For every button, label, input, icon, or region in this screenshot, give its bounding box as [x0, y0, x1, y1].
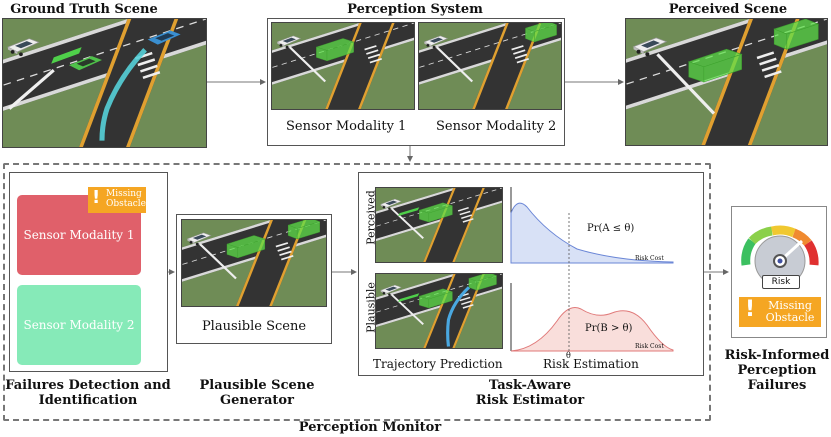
- ground-truth-scene-image: [2, 18, 207, 148]
- risk-gauge-label: Risk: [762, 275, 800, 289]
- output-badge-line-1: Missing: [768, 299, 812, 312]
- plausible-caption-line-2: Generator: [220, 393, 294, 408]
- failures-detection-box: Sensor Modality 1 ! Missing Obstacle Sen…: [9, 172, 168, 372]
- perceived-trajectory-scene: [375, 187, 503, 263]
- risk-curves: [510, 187, 674, 352]
- output-missing-obstacle-badge: ! Missing Obstacle: [739, 297, 821, 327]
- plausible-caption-line-1: Plausible Scene: [199, 378, 315, 393]
- risk-cost-axis-2: Risk Cost: [635, 343, 664, 350]
- output-caption-line-1: Risk-Informed: [724, 348, 830, 363]
- sensor-modality-2-scene: [418, 22, 562, 110]
- plausible-scene-label: Plausible Scene: [201, 319, 307, 334]
- sensor-modality-2-ok: Sensor Modality 2: [17, 285, 141, 365]
- risk-informed-caption: Risk-Informed Perception Failures: [722, 348, 831, 393]
- risk-cost-axis-1: Risk Cost: [635, 255, 664, 262]
- warning-icon: !: [92, 187, 101, 208]
- prob-a-label: Pr(A ≤ θ): [587, 223, 635, 234]
- ground-truth-title: Ground Truth Scene: [10, 2, 158, 17]
- perception-monitor-title: Perception Monitor: [298, 420, 442, 435]
- plausible-generator-caption: Plausible Scene Generator: [188, 378, 326, 408]
- perceived-risk-curve: [510, 202, 674, 264]
- sensor-modality-1-scene: [271, 22, 415, 110]
- sensor-modality-2-label: Sensor Modality 2: [436, 119, 557, 134]
- risk-gauge: [741, 225, 819, 283]
- sensor-modality-1-label: Sensor Modality 1: [286, 119, 407, 134]
- risk-caption-line-2: Risk Estimator: [475, 393, 585, 408]
- badge-line-2: Obstacle: [106, 199, 146, 209]
- risk-output-box: Risk ! Missing Obstacle: [731, 206, 827, 338]
- missing-obstacle-badge: ! Missing Obstacle: [88, 187, 146, 213]
- risk-estimator-caption: Task-Aware Risk Estimator: [440, 378, 620, 408]
- output-badge-line-2: Obstacle: [765, 311, 815, 324]
- plausible-risk-curve: [510, 307, 674, 352]
- trajectory-prediction-label: Trajectory Prediction: [373, 357, 503, 371]
- risk-estimator-box: Perceived Plausible Pr(A ≤ θ) Ris: [358, 172, 704, 376]
- failures-detection-caption: Failures Detection and Identification: [0, 378, 176, 408]
- perceived-scene-title: Perceived Scene: [668, 2, 788, 17]
- plausible-trajectory-scene: [375, 273, 503, 349]
- plausible-scene-box: Plausible Scene: [176, 214, 332, 344]
- output-caption-line-3: Failures: [747, 378, 807, 393]
- output-caption-line-2: Perception: [737, 363, 817, 378]
- prob-b-label: Pr(B > θ): [585, 323, 633, 334]
- perception-system-box: Sensor Modality 1 Sensor Modality 2: [267, 18, 565, 146]
- output-warning-icon: !: [745, 297, 756, 322]
- perception-monitor-box: [3, 163, 711, 421]
- theta-label: θ: [566, 351, 571, 360]
- risk-caption-line-1: Task-Aware: [488, 378, 572, 393]
- badge-line-1: Missing: [106, 189, 142, 199]
- risk-estimation-label: Risk Estimation: [543, 357, 639, 371]
- perceived-scene-image: [625, 18, 828, 146]
- plausible-scene-image: [181, 219, 327, 307]
- failures-caption-line-2: Identification: [38, 393, 138, 408]
- failures-caption-line-1: Failures Detection and: [5, 378, 171, 393]
- perception-system-title: Perception System: [347, 2, 483, 17]
